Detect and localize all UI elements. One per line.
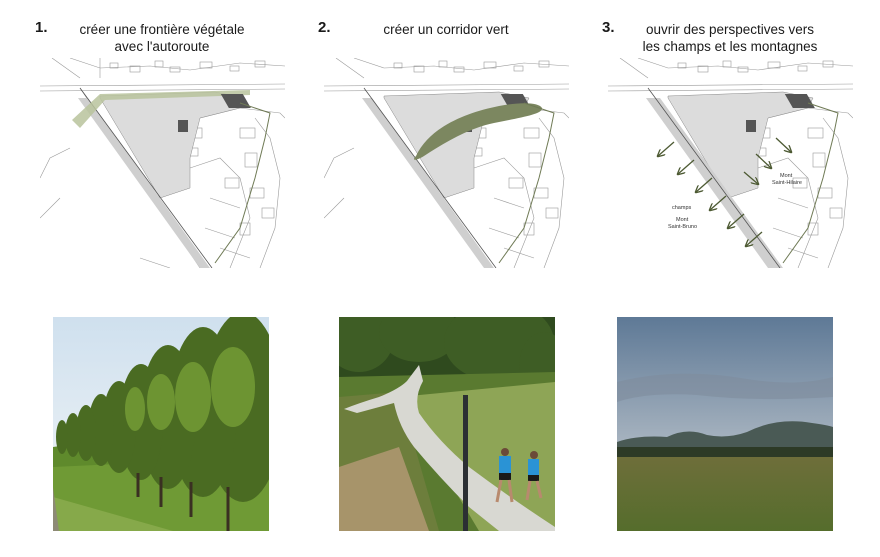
plan-3-perspectives: Mont Saint-Hilaire champs Mont Saint-Bru… <box>608 58 853 268</box>
step-2-number: 2. <box>318 19 331 36</box>
plan-2-green-corridor <box>324 58 569 268</box>
step-1-number: 1. <box>35 19 48 36</box>
step-1-caption: créer une frontière végétale avec l'auto… <box>47 21 277 55</box>
jogging-path-photo <box>339 317 555 531</box>
step-3-caption: ouvrir des perspectives vers les champs … <box>615 21 845 55</box>
label-mont-hilaire-1: Mont <box>780 173 793 179</box>
label-mont-bruno-1: Mont <box>676 217 689 223</box>
step-3-caption-line2: les champs et les montagnes <box>642 39 818 54</box>
mountain-field-photo <box>617 317 833 531</box>
label-mont-bruno-2: Saint-Bruno <box>668 224 697 230</box>
perspective-arrows <box>658 137 791 246</box>
runner-1 <box>495 448 514 503</box>
label-champs: champs <box>672 205 692 211</box>
step-1-caption-line1: créer une frontière végétale <box>79 22 245 37</box>
step-3-number: 3. <box>602 19 615 36</box>
step-2-caption: créer un corridor vert <box>331 21 561 38</box>
step-1-caption-line2: avec l'autoroute <box>114 39 210 54</box>
plan-1-vegetal-border <box>40 58 285 268</box>
step-3-caption-line1: ouvrir des perspectives vers <box>645 22 815 37</box>
label-mont-hilaire-2: Saint-Hilaire <box>772 180 802 186</box>
step-2-caption-line1: créer un corridor vert <box>383 22 509 37</box>
tree-row-photo <box>53 317 269 531</box>
runner-2 <box>525 451 543 501</box>
